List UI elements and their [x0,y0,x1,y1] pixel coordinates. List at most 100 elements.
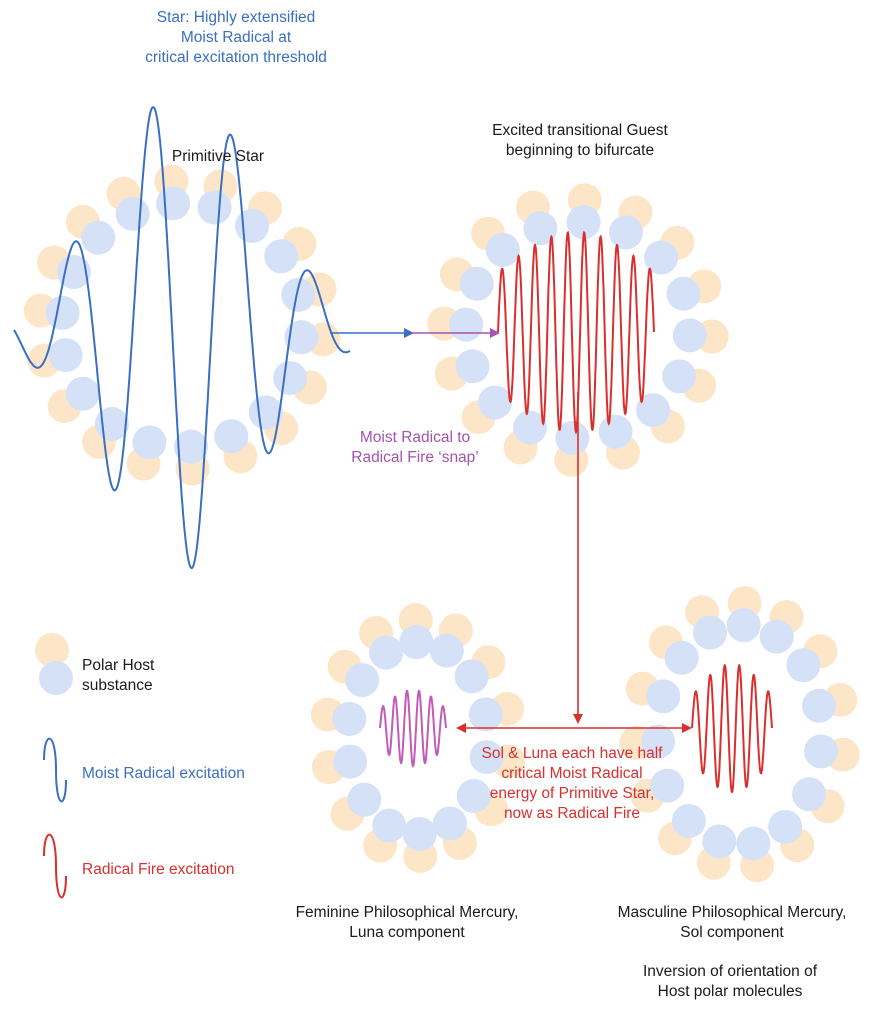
host-molecule-pole [264,239,299,274]
excited-guest-label: Excited transitional Guest beginning to … [460,121,700,161]
host-molecule-pole [156,186,191,221]
guest-radical-fire-wave [497,230,655,435]
feminine-label: Feminine Philosophical Mercury, Luna com… [262,903,552,943]
host-molecule-pole [736,826,771,861]
host-molecule-pole [402,816,437,851]
primitive-star-label: Primitive Star [171,148,265,165]
star-title: Star: Highly extensified Moist Radical a… [126,8,346,68]
moist-radical-wave [13,106,351,570]
host-molecule-pole [173,429,208,464]
host-molecule-pole [332,701,367,736]
sol-luna-note: Sol & Luna each have half critical Moist… [452,744,692,824]
host-molecule-pole [197,190,232,225]
host-molecule-pole [214,419,249,454]
host-molecule-pole [759,619,794,654]
host-molecule-pole [672,318,707,353]
feminine-line-1: Feminine Philosophical Mercury, [295,904,519,921]
sol-luna-line-3: energy of Primitive Star, [489,785,655,802]
excited-guest-line-2: beginning to bifurcate [505,142,655,159]
host-molecule-pole [650,768,685,803]
host-molecule-pole [429,633,464,668]
primitive-star-host-cluster [23,164,341,486]
host-molecule-pole [641,724,676,759]
host-molecule-pole [802,688,837,723]
masculine-line-1: Masculine Philosophical Mercury, [617,904,847,921]
masculine-label: Masculine Philosophical Mercury, Sol com… [582,903,882,943]
host-molecule-pole [235,208,270,243]
host-molecule-pole [702,824,737,859]
host-molecule-pole [281,277,316,312]
host-molecule-pole [646,679,681,714]
host-molecule-pole [273,360,308,395]
host-molecule-pole [485,232,520,267]
host-molecule-pole [35,633,69,667]
luna-wave [379,689,447,768]
snap-line-2: Radical Fire ‘snap’ [351,449,479,466]
legend-fire-label: Radical Fire excitation [82,861,235,878]
host-molecule-pole [369,635,404,670]
host-molecule-pole [284,320,319,355]
host-molecule-pole [523,211,558,246]
host-molecule-pole [566,205,601,240]
host-molecule-pole [636,393,671,428]
host-molecule-pole [56,255,91,290]
host-molecule-pole [432,806,467,841]
host-molecule-pole [347,782,382,817]
inversion-line-1: Inversion of orientation of [642,963,818,980]
host-molecule-pole [726,608,761,643]
host-molecule-pole [468,697,503,732]
host-molecule-pole [666,276,701,311]
host-molecule-pole [45,295,80,330]
star-title-line-1: Star: Highly extensified [156,9,316,26]
inversion-label: Inversion of orientation of Host polar m… [600,962,860,1002]
host-molecule-pole [115,196,150,231]
sol-wave [691,663,773,794]
excited-guest-line-1: Excited transitional Guest [492,122,668,139]
host-molecule-pole [664,640,699,675]
host-molecule-pole [459,266,494,301]
legend-host-label: Polar Host substance [82,656,154,696]
sol-luna-line-2: critical Moist Radical [501,765,643,782]
host-molecule-pole [469,740,504,775]
legend-moist-radical-icon [43,737,67,803]
sol-luna-line-4: now as Radical Fire [503,805,641,822]
host-molecule-pole [48,338,83,373]
inversion-line-2: Host polar molecules [657,983,803,1000]
guest-host-cluster [427,183,729,477]
host-molecule-pole [644,240,679,275]
host-molecule-pole [792,777,827,812]
host-molecule-pole [555,420,590,455]
host-molecule-pole [372,808,407,843]
host-molecule-pole [608,215,643,250]
feminine-line-2: Luna component [349,924,465,941]
host-molecule-pole [662,359,697,394]
host-molecule-pole [477,385,512,420]
host-molecule-pole [671,803,706,838]
star-title-line-2: Moist Radical at [180,29,292,46]
host-molecule-pole [81,220,116,255]
legend-host-icon [35,633,73,695]
snap-line-1: Moist Radical to [359,429,471,446]
host-molecule-pole [456,779,491,814]
sol-luna-line-1: Sol & Luna each have half [481,745,663,762]
host-molecule-pole [449,307,484,342]
host-molecule-pole [39,661,73,695]
host-molecule-pole [598,414,633,449]
luna-host-cluster [310,603,526,873]
host-molecule-pole [455,349,490,384]
masculine-line-2: Sol component [680,924,784,941]
host-molecule-pole [693,615,728,650]
host-molecule-pole [454,659,489,694]
host-molecule-pole [399,625,434,660]
host-molecule-pole [768,809,803,844]
host-molecule-pole [804,734,839,769]
host-molecule-pole [333,744,368,779]
star-title-line-3: critical excitation threshold [145,49,327,66]
host-molecule-pole [513,410,548,445]
sol-host-cluster [619,586,860,883]
host-molecule-pole [345,662,380,697]
host-molecule-pole [65,376,100,411]
host-molecule-pole [132,425,167,460]
